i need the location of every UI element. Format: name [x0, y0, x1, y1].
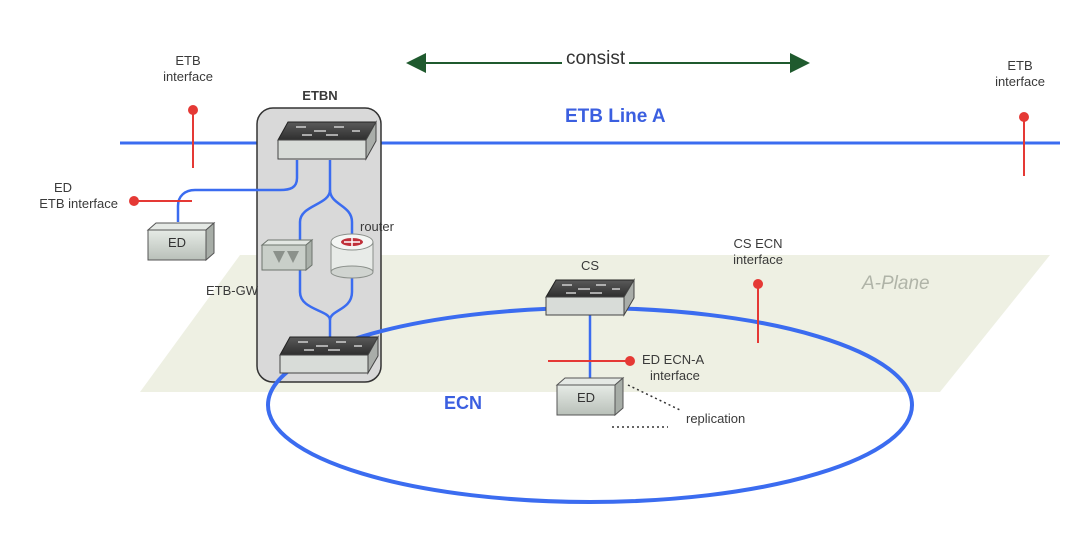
replication-lines: [612, 384, 681, 428]
etb-interface-right-marker: [1019, 112, 1029, 176]
router-label: router: [360, 219, 394, 234]
a-plane-label: A-Plane: [862, 273, 930, 294]
etbn-internal-links: [298, 160, 354, 340]
replication-label: replication: [686, 411, 746, 426]
cs-switch: [545, 278, 635, 317]
cs-ecn-interface-label: CS ECN interface: [733, 236, 783, 267]
consist-label: consist: [562, 49, 630, 68]
ed-etbn-link: [176, 160, 299, 222]
etb-gw-label: ETB-GW: [206, 283, 258, 298]
etbn-bottom-switch: [279, 335, 379, 375]
etb-interface-right-label: ETB interface: [995, 58, 1045, 89]
etb-interface-left-label: ETB interface: [163, 53, 213, 84]
etbn-top-switch: [277, 120, 377, 161]
router-icon: [330, 233, 374, 279]
ed-device-left: [146, 221, 216, 262]
ed-etb-interface-label: ED ETB interface: [39, 180, 118, 211]
ed-ecn-a-interface-marker: [548, 356, 635, 366]
ed-device-ecn: [555, 376, 625, 417]
etb-line-a-label: ETB Line A: [565, 106, 666, 127]
etb-interface-left-marker: [188, 105, 198, 168]
ed-etb-interface-marker: [129, 196, 192, 206]
ecn-label: ECN: [444, 393, 483, 413]
cs-ecn-interface-marker: [753, 279, 763, 343]
etb-gw-device: [260, 238, 314, 272]
etbn-container: [256, 107, 382, 383]
cs-label: CS: [580, 258, 600, 273]
etbn-label: ETBN: [302, 88, 338, 103]
ed-ecn-label: ED: [576, 390, 596, 405]
ed-ecn-a-interface-label: ED ECN-A interface: [642, 352, 705, 383]
ed-left-label: ED: [167, 235, 187, 250]
